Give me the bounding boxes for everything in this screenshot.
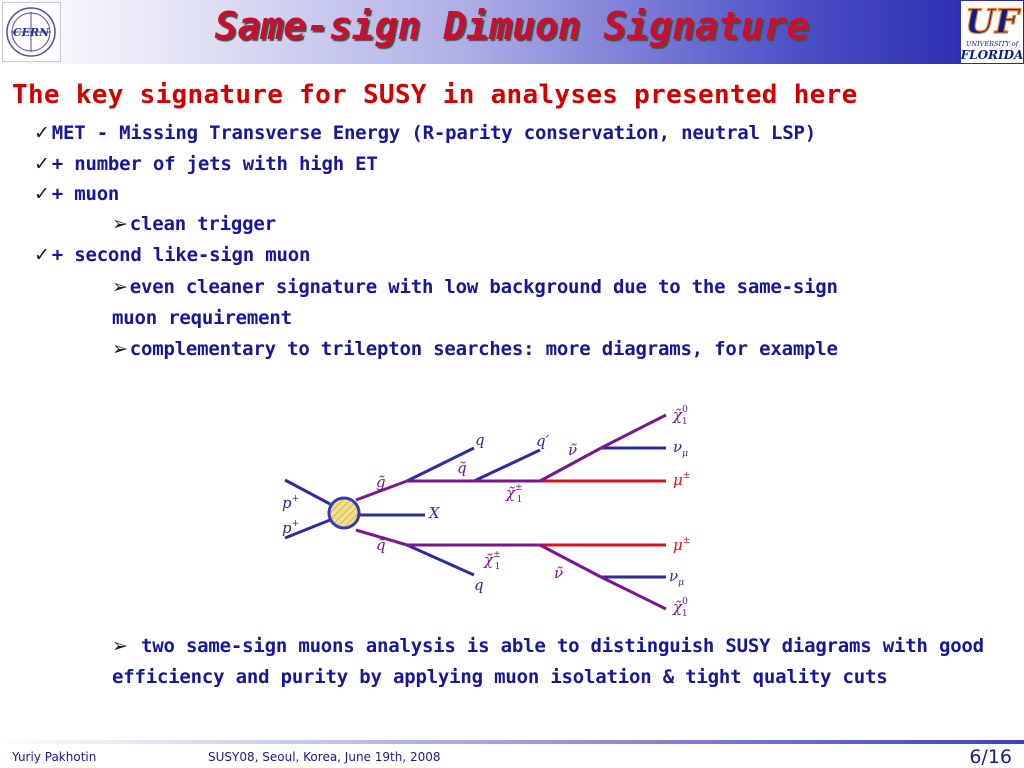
label-q-top: q <box>475 431 485 449</box>
quark-line-bottom <box>406 543 475 577</box>
label-sneutrino-bottom: ν̃ <box>554 564 563 582</box>
sub-bullet-cleaner-signature: ➢even cleaner signature with low backgro… <box>112 276 838 298</box>
proton-line-1 <box>284 478 331 506</box>
label-squark-top: q̃ <box>457 459 467 477</box>
bullet-met: ✓MET - Missing Transverse Energy (R-pari… <box>34 122 816 144</box>
arrow-bullet-icon: ➢ <box>112 213 128 235</box>
interaction-vertex <box>327 496 361 530</box>
label-x: X <box>428 504 441 522</box>
arrow-bullet-icon: ➢ <box>112 338 128 360</box>
check-icon: ✓ <box>34 244 50 266</box>
footer-author: Yuriy Pakhotin <box>12 750 97 764</box>
conclusion-note: ➢ two same-sign muons analysis is able t… <box>112 631 992 693</box>
bullet-second-muon: ✓+ second like-sign muon <box>34 244 311 266</box>
check-icon: ✓ <box>34 153 50 175</box>
slide-title: Same-sign Dimuon Signature <box>214 4 810 48</box>
label-q-bottom: q <box>474 576 484 594</box>
label-p1: p+ <box>282 494 299 512</box>
uf-logo: UF UNIVERSITY of FLORIDA <box>960 1 1023 63</box>
svg-text:UNIVERSITY of: UNIVERSITY of <box>966 40 1020 48</box>
arrow-bullet-icon: ➢ <box>112 276 128 298</box>
label-chargino-bottom: χ̃±1 <box>483 550 501 572</box>
bullet-muon: ✓+ muon <box>34 183 120 205</box>
bullet-jets: ✓+ number of jets with high ET <box>34 153 378 175</box>
label-squark-bottom: q̃ <box>376 536 386 554</box>
sub-bullet-clean-trigger: ➢clean trigger <box>112 213 276 235</box>
quark-prime-line <box>473 448 541 483</box>
sneutrino-line-bottom <box>539 543 602 579</box>
svg-text:CERN: CERN <box>13 26 50 39</box>
label-nu-top: νμ <box>673 438 688 459</box>
section-heading: The key signature for SUSY in analyses p… <box>12 80 858 110</box>
cern-logo: CERN <box>2 2 61 62</box>
check-icon: ✓ <box>34 122 50 144</box>
neutralino-line-bottom <box>600 575 667 611</box>
sub-bullet-continuation: muon requirement <box>112 307 292 329</box>
gluino-line <box>355 479 408 502</box>
page-number: 6/16 <box>969 746 1012 768</box>
check-icon: ✓ <box>34 183 50 205</box>
label-gluino: g̃ <box>376 473 386 491</box>
squark-line-bottom <box>355 528 408 547</box>
footer-event: SUSY08, Seoul, Korea, June 19th, 2008 <box>208 750 441 764</box>
label-p2: p+ <box>282 519 299 537</box>
arrow-bullet-icon: ➢ <box>112 635 128 657</box>
footer-divider <box>0 740 1024 744</box>
label-chargino-top: χ̃±1 <box>505 483 523 505</box>
label-mu-bottom: μ± <box>673 536 690 554</box>
quark-line-top <box>406 446 475 483</box>
sneutrino-line-top <box>539 446 602 483</box>
svg-text:UF: UF <box>965 2 1022 42</box>
sub-bullet-complementary: ➢complementary to trilepton searches: mo… <box>112 338 838 360</box>
label-sneutrino-top: ν̃ <box>568 441 577 459</box>
label-nu-bottom: νμ <box>669 567 684 588</box>
svg-text:FLORIDA: FLORIDA <box>961 48 1023 62</box>
conclusion-text: two same-sign muons analysis is able to … <box>112 635 984 688</box>
proton-line-2 <box>284 518 331 540</box>
label-mu-top: μ± <box>673 471 690 489</box>
neutralino-line-top <box>600 413 667 450</box>
title-bar: CERN Same-sign Dimuon Signature UF UNIVE… <box>0 0 1024 64</box>
label-q-prime: q′ <box>536 432 550 450</box>
